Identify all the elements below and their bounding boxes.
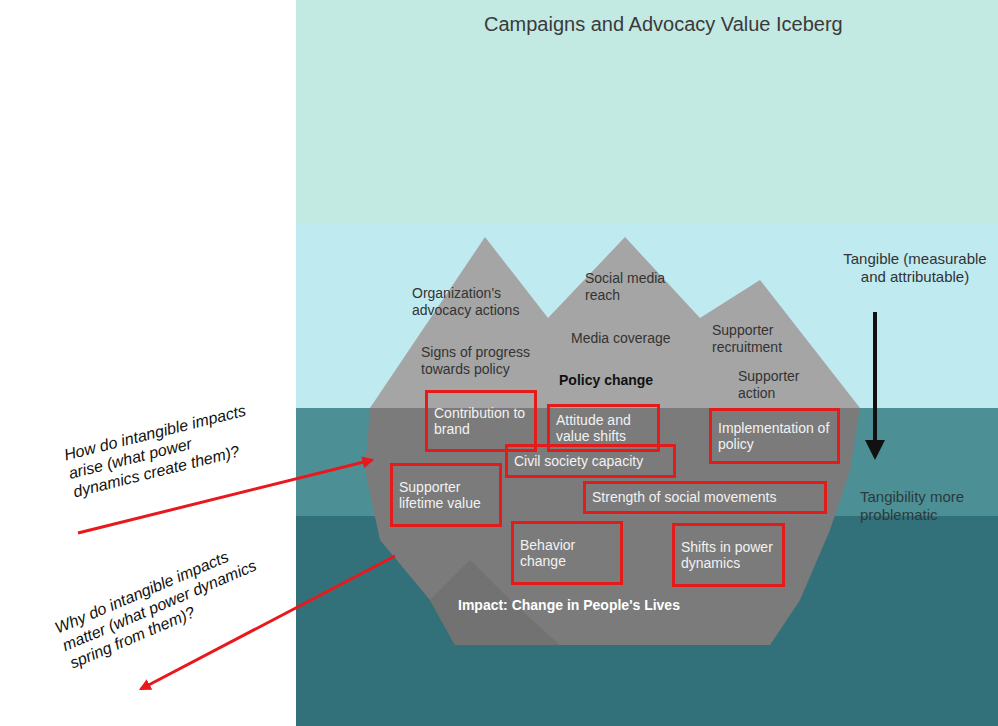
box-text: Strength of social movements [592,489,818,505]
tier-label: Social media reach [585,270,677,304]
highlight-box: Strength of social movements [583,481,827,514]
iceberg-underwater [365,408,860,645]
sky [296,0,998,224]
box-text: Attitude and value shifts [556,412,651,444]
tier-label: Supporter recruitment [712,322,804,356]
highlight-box: Shifts in power dynamics [672,523,785,587]
tier-label: Media coverage [571,330,701,347]
box-text: Civil society capacity [514,453,667,469]
base-label: Impact: Change in People's Lives [458,597,758,614]
tier-label: Organization's advocacy actions [412,285,542,319]
box-text: Shifts in power dynamics [681,539,776,571]
tangibility-arrowhead [865,440,885,460]
highlight-box: Civil society capacity [505,444,676,478]
axis-label: Tangible (measurable and attributable) [836,250,994,286]
tangibility-bar [873,312,877,442]
highlight-box: Implementation of policy [709,408,840,464]
box-text: Supporter lifetime value [399,479,493,511]
tier-label: Policy change [559,372,679,389]
question-note: Why do intangible impacts matter (what p… [52,533,279,673]
question-note: How do intangible impacts arise (what po… [62,399,266,502]
iceberg-peaks [370,237,860,408]
tier-label: Signs of progress towards policy [421,344,557,378]
box-text: Implementation of policy [718,420,831,452]
highlight-box: Contribution to brand [425,390,537,452]
highlight-box: Behavior change [511,521,623,585]
tier-label: Supporter action [738,368,818,402]
box-text: Contribution to brand [434,405,528,437]
surface-water [296,224,998,408]
highlight-box: Supporter lifetime value [390,463,502,527]
axis-label: Tangibility more problematic [860,488,978,524]
diagram-title: Campaigns and Advocacy Value Iceberg [484,12,843,36]
box-text: Behavior change [520,537,614,569]
